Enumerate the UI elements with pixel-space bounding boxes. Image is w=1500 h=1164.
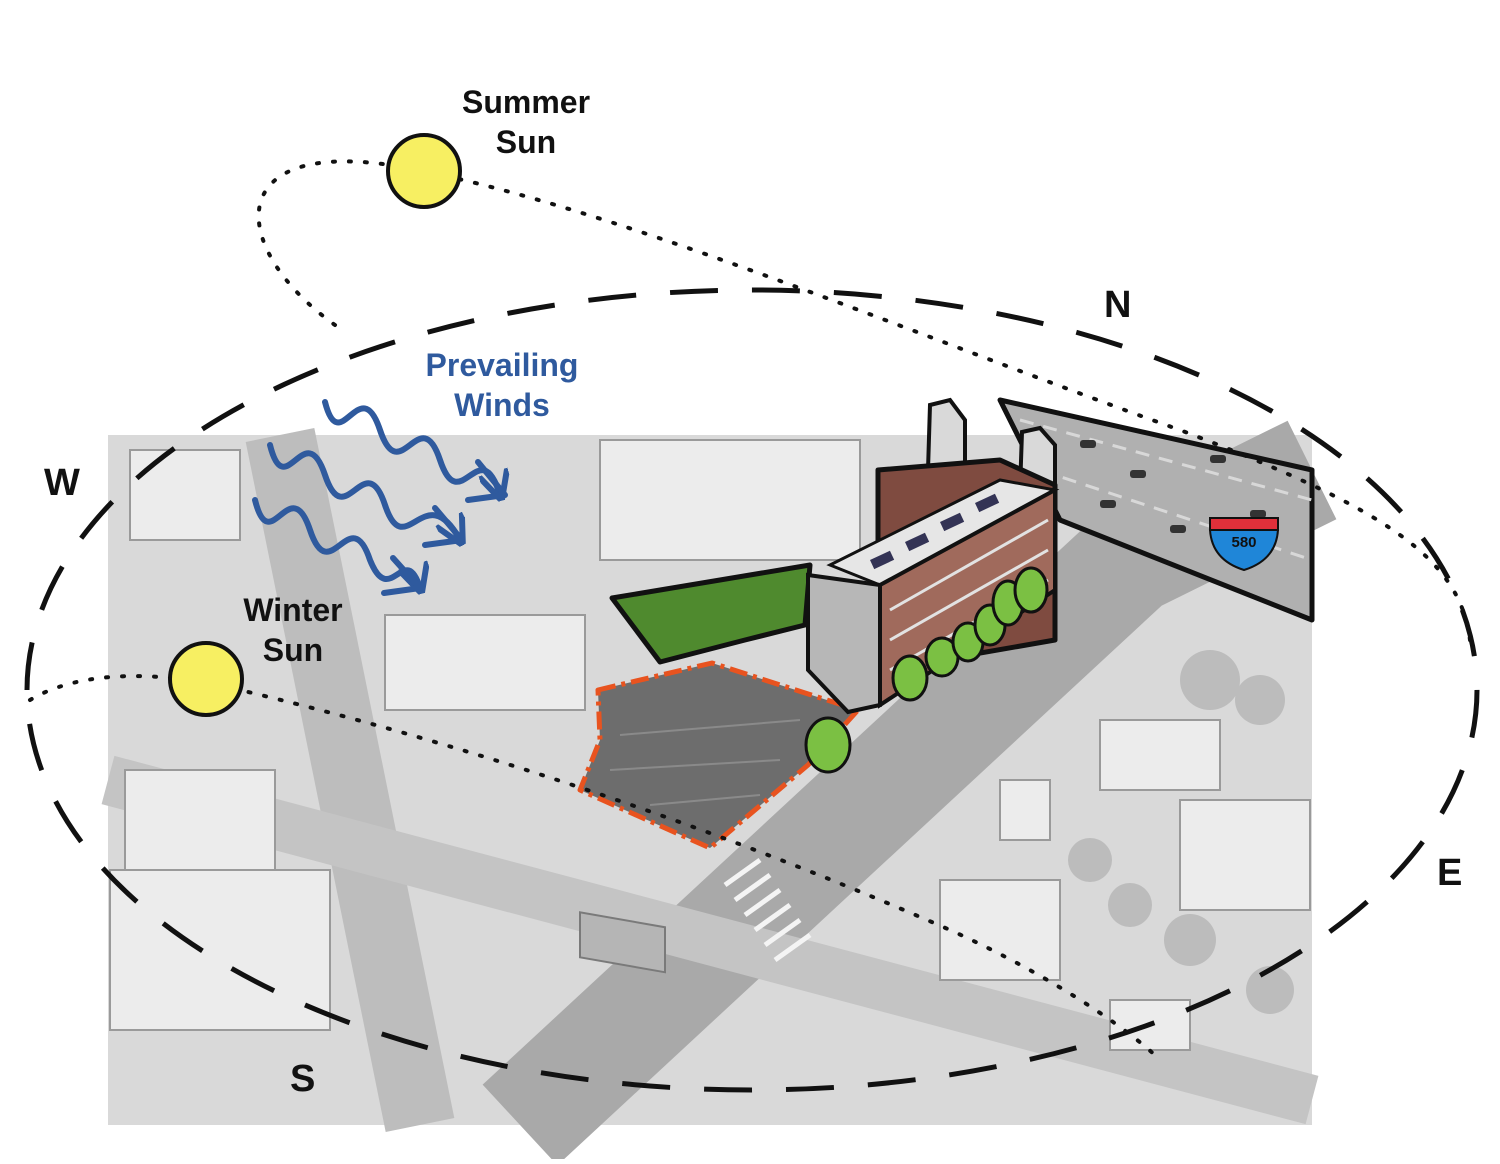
summer-sun-label-line1: Summer bbox=[461, 84, 591, 120]
green-buffer-area bbox=[609, 562, 813, 665]
surrounding-buildings bbox=[109, 439, 1311, 1051]
prevailing-winds-label-line1: Prevailing bbox=[425, 347, 579, 383]
compass-north-label: N bbox=[1104, 284, 1132, 326]
interstate-shield-icon bbox=[1208, 517, 1280, 572]
winter-sun-label: Winter Sun bbox=[218, 590, 368, 670]
wind-arrows bbox=[252, 399, 500, 588]
interstate-route-number: 580 bbox=[1231, 534, 1257, 551]
compass-west-label: W bbox=[44, 462, 80, 504]
winter-sun-icon bbox=[168, 641, 244, 717]
arrowhead-icon bbox=[381, 555, 423, 596]
billboard bbox=[579, 911, 666, 974]
background-trees bbox=[1068, 650, 1294, 1014]
summer-sun-icon bbox=[386, 133, 462, 209]
arrowhead-icon bbox=[465, 459, 508, 503]
site-boundary bbox=[577, 660, 861, 851]
compass-south-label: S bbox=[290, 1058, 316, 1100]
winter-sun-label-line2: Sun bbox=[262, 632, 324, 668]
prevailing-winds-label-line2: Winds bbox=[454, 387, 550, 423]
summer-sun-label: Summer Sun bbox=[446, 82, 606, 162]
road-west bbox=[245, 428, 455, 1132]
project-site bbox=[577, 660, 861, 851]
prevailing-winds-label: Prevailing Winds bbox=[402, 345, 602, 425]
street-trees bbox=[804, 566, 1049, 774]
compass-east-label: E bbox=[1437, 852, 1463, 894]
summer-sun-label-line2: Sun bbox=[495, 124, 557, 160]
wind-arrow-icon bbox=[252, 497, 420, 588]
building bbox=[806, 397, 1060, 715]
wind-arrow-icon bbox=[322, 399, 500, 495]
crosswalk bbox=[723, 857, 812, 963]
arrowhead-icon bbox=[422, 505, 465, 548]
winter-sun-label-line1: Winter bbox=[243, 592, 343, 628]
summer-sun-path bbox=[256, 159, 1472, 642]
compass-ring bbox=[24, 287, 1480, 1093]
aerial-photo bbox=[101, 420, 1337, 1164]
wind-arrow-icon bbox=[267, 442, 460, 540]
